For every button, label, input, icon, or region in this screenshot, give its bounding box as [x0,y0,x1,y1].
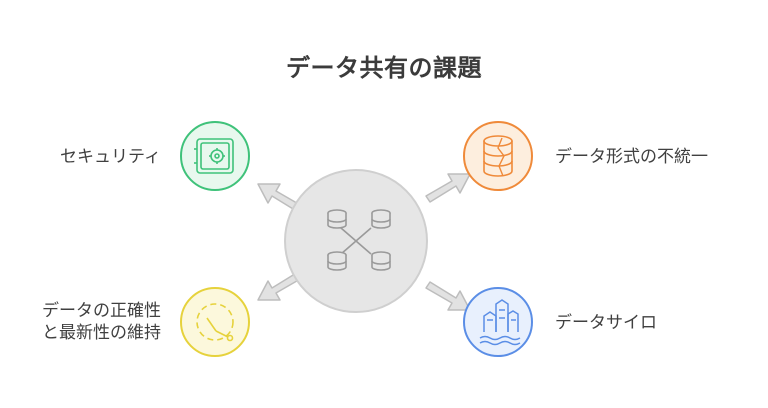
label-accuracy: データの正確性 と最新性の維持 [42,300,161,344]
city-silo-icon [479,299,521,346]
broken-database-icon [483,135,513,177]
center-hub [284,169,428,313]
label-security: セキュリティ [60,147,161,167]
node-format [463,121,533,191]
label-accuracy-line1: データの正確性 [42,301,161,321]
node-silo [463,287,533,357]
arrow-to-format [425,173,471,203]
node-accuracy [180,287,250,357]
label-silo: データサイロ [555,313,657,333]
arrow-to-silo [425,281,471,311]
safe-icon [194,138,234,174]
node-security [180,121,250,191]
diagram-title: データ共有の課題 [286,54,482,82]
label-format: データ形式の不統一 [555,147,708,167]
label-accuracy-line2: と最新性の維持 [42,323,161,343]
database-network-icon [327,209,391,271]
connector-arrows [257,173,471,311]
timer-icon [196,303,234,342]
